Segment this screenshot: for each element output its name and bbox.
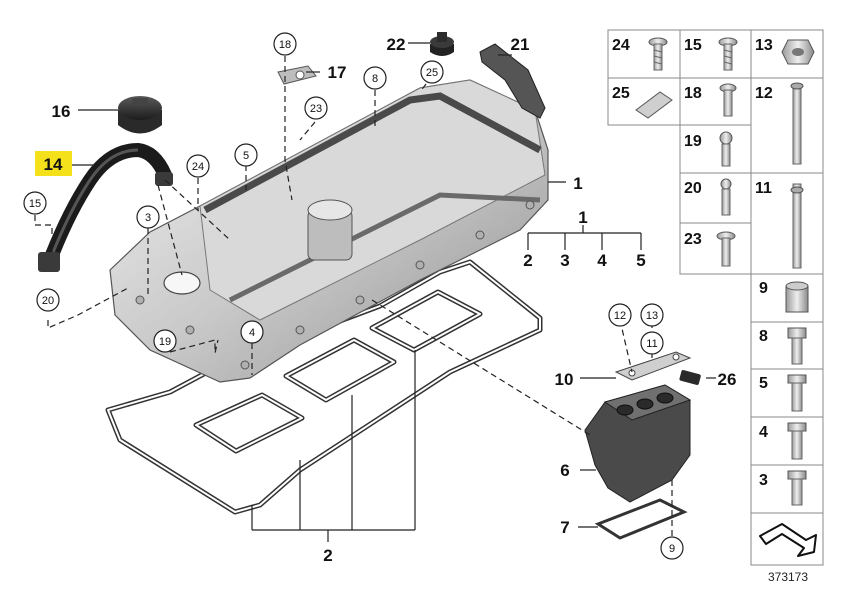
callout-1-sub-3: 3 (560, 251, 569, 270)
circled-8: 8 (372, 73, 378, 85)
grid-label-4: 4 (759, 424, 768, 441)
circled-4: 4 (249, 327, 255, 339)
grid-label-5: 5 (759, 375, 768, 392)
callouts: 14 16 17 22 21 1 1 2 3 4 5 2 6 7 10 26 (35, 35, 736, 565)
callout-2: 2 (323, 546, 332, 565)
callout-26: 26 (718, 370, 737, 389)
circled-callouts: 18 8 25 23 5 24 15 3 20 4 19 12 13 11 9 (23, 32, 684, 560)
heat-shield-strip (479, 43, 546, 119)
circled-5: 5 (243, 150, 249, 162)
circled-9: 9 (669, 543, 675, 555)
separator-gasket (594, 498, 688, 540)
circled-24: 24 (192, 161, 204, 173)
ball-stud-19-icon (719, 131, 733, 167)
screw-18-icon (719, 83, 737, 117)
separator-plate (614, 351, 692, 381)
sleeve-9-icon (785, 281, 809, 313)
circled-25: 25 (426, 67, 438, 79)
circled-18: 18 (279, 39, 291, 51)
valve-cover (109, 79, 549, 383)
grid-label-3: 3 (759, 472, 768, 489)
bolt-4-icon (787, 422, 807, 460)
callout-1: 1 (573, 174, 582, 193)
grid-label-13: 13 (755, 37, 773, 54)
rubber-seal-26 (679, 370, 701, 385)
grid-label-9: 9 (759, 280, 768, 297)
callout-21: 21 (511, 35, 530, 54)
grommet (430, 32, 454, 56)
circled-12: 12 (614, 310, 626, 322)
parts-grid: 24 15 13 25 18 12 19 20 11 23 9 8 5 4 3 (607, 29, 824, 566)
grid-label-18: 18 (684, 85, 702, 102)
grid-label-25: 25 (612, 85, 630, 102)
stud-11-icon (790, 183, 804, 269)
circled-15: 15 (29, 198, 41, 210)
clip-25-icon (635, 91, 673, 119)
diagram-id: 373173 (768, 570, 808, 584)
bolt-12-icon (790, 82, 804, 165)
circled-23: 23 (310, 103, 322, 115)
stud-20-icon (720, 178, 732, 216)
leader-lines (34, 42, 716, 542)
callout-7: 7 (560, 518, 569, 537)
screw-24-icon (648, 37, 668, 71)
callout-1-sub-2: 2 (523, 251, 532, 270)
grid-label-8: 8 (759, 328, 768, 345)
circled-13: 13 (646, 310, 658, 322)
circled-11: 11 (646, 338, 657, 350)
callout-6: 6 (560, 461, 569, 480)
bolt-8-icon (787, 327, 807, 365)
grid-label-15: 15 (684, 37, 702, 54)
oil-filler-cap (118, 96, 162, 134)
grid-label-11: 11 (755, 180, 772, 197)
callout-14: 14 (44, 155, 63, 174)
direction-arrow-icon (759, 523, 817, 557)
screw-15-icon (718, 37, 738, 71)
callout-10: 10 (555, 370, 574, 389)
bolt-5-icon (787, 374, 807, 412)
oil-separator-housing (584, 384, 692, 503)
grid-label-23: 23 (684, 231, 702, 248)
bracket-17 (277, 65, 317, 85)
grid-label-12: 12 (755, 85, 773, 102)
bolt-23-icon (716, 231, 736, 267)
bolt-3-icon (787, 470, 807, 506)
grid-label-20: 20 (684, 180, 702, 197)
callout-1-sub-4: 4 (597, 251, 607, 270)
circled-3: 3 (145, 212, 151, 224)
callout-22: 22 (387, 35, 406, 54)
callout-16: 16 (52, 102, 71, 121)
circled-19: 19 (159, 336, 171, 348)
callout-1-group: 1 (578, 208, 587, 227)
circled-20: 20 (42, 295, 54, 307)
grid-label-19: 19 (684, 133, 702, 150)
callout-17: 17 (328, 63, 347, 82)
grid-label-24: 24 (612, 37, 630, 54)
nut-13-icon (781, 39, 815, 65)
highlight-box (35, 151, 72, 176)
callout-1-sub-5: 5 (636, 251, 645, 270)
